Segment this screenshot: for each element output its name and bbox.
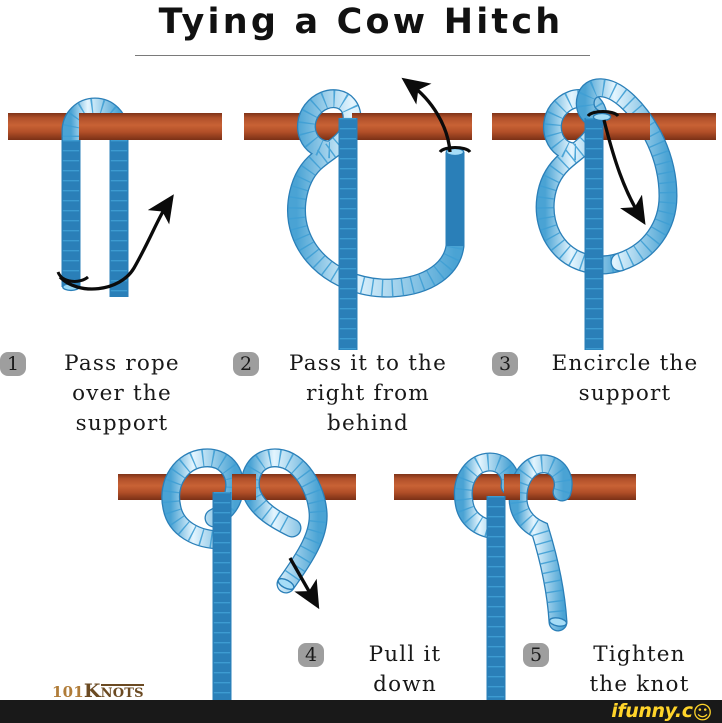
step-caption-5-line-1: Tighten [593,642,686,667]
support-bar-1 [8,113,222,140]
step-caption-4-line-1: Pull it [368,642,442,667]
page-title: Tying a Cow Hitch [158,2,564,42]
motion-arrow-3 [602,119,646,225]
step-caption-3-line-2: support [578,381,672,406]
brand-101knots-watermark: 101KNOTS [52,680,144,702]
step-badge-2: 2 [233,352,259,376]
step-caption-2-line-1: Pass it to the [289,351,447,376]
rope-step-4 [161,448,328,720]
panel-step-4 [118,448,356,720]
step-caption-2-line-3: behind [326,411,410,436]
panel-step-2 [244,77,472,350]
support-bar-2 [244,113,472,140]
motion-arrow-4 [288,557,320,610]
rope-step-2 [287,89,472,350]
step-badge-4: 4 [298,643,324,667]
brand-101knots-suffix: NOTS [100,684,144,701]
step-caption-1-line-1: Pass rope [64,351,180,376]
smiley-icon: ☺ [692,702,713,723]
rope-step-1 [61,97,222,297]
step-caption-5: Tighten the knot [557,640,722,700]
title-divider [135,55,590,56]
step-caption-1: Pass rope over the support [22,349,222,439]
step-badge-5: 5 [523,643,549,667]
panel-step-3 [492,78,716,350]
support-bar-3 [492,113,716,140]
step-caption-5-line-2: the knot [589,672,690,697]
step-caption-3-line-1: Encircle the [551,351,699,376]
step-caption-2-line-2: right from [306,381,430,406]
bottom-watermark-bar [0,700,722,723]
step-caption-4: Pull it down [330,640,480,700]
motion-arrow-1 [58,194,174,291]
support-bar-5 [394,474,636,500]
motion-arrow-2 [401,77,452,153]
ifunny-watermark: ifunny.c☺ [611,700,712,723]
step-badge-3: 3 [492,352,518,376]
step-caption-4-line-2: down [373,672,437,697]
step-caption-1-line-3: support [75,411,169,436]
panel-step-1 [8,97,222,297]
step-badge-1: 1 [0,352,26,376]
step-caption-2: Pass it to the right from behind [262,349,474,439]
brand-101knots-prefix: 101 [52,683,84,701]
rope-step-3 [535,78,678,350]
title-block: Tying a Cow Hitch [0,0,722,62]
support-bar-4 [118,474,356,500]
ifunny-watermark-text: ifunny.c [611,700,693,722]
step-caption-1-line-2: over the [72,381,172,406]
brand-101knots-k: K [83,680,101,702]
step-caption-3: Encircle the support [527,349,722,409]
